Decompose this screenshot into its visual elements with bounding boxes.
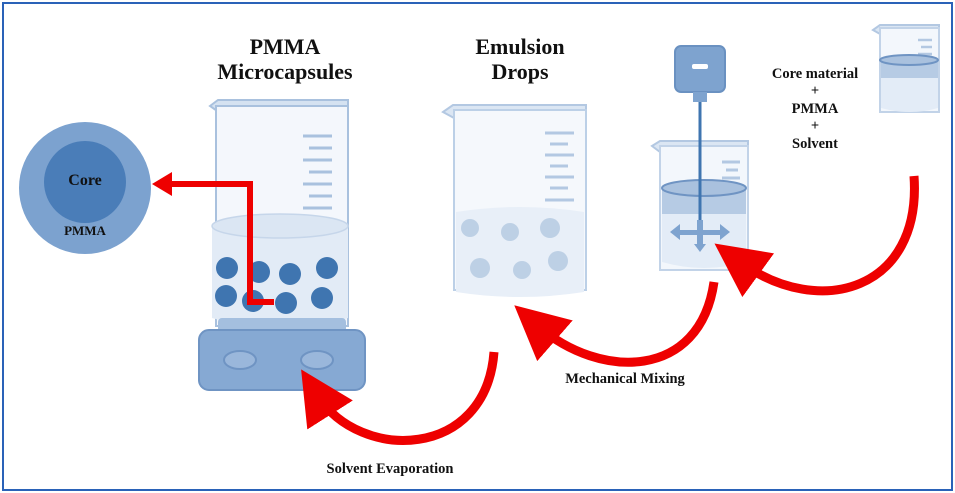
arrow-to-mixing <box>714 175 919 298</box>
label-line: Solvent <box>792 135 838 152</box>
label-line: Microcapsules <box>217 58 353 84</box>
label-capsule-core: Core <box>68 172 102 189</box>
label-capsule-shell: PMMA <box>64 223 106 238</box>
hotplate-knob <box>223 350 257 370</box>
label-line: Emulsion <box>475 34 565 59</box>
source-beaker <box>871 24 940 113</box>
label-line: PMMA <box>249 34 321 59</box>
label-pmma-microcapsules: PMMA Microcapsules <box>215 34 355 84</box>
emulsion-drop-particles <box>461 218 568 279</box>
graduation-marks <box>303 134 332 210</box>
label-solvent-evaporation: Solvent Evaporation <box>326 461 454 477</box>
label-emulsion-drops: Emulsion Drops <box>450 34 590 84</box>
hotplate-knob <box>300 350 334 370</box>
label-line: Drops <box>491 58 549 84</box>
label-line: + <box>810 83 820 100</box>
mixer-impeller <box>670 220 730 252</box>
arrow-to-capsule <box>152 172 274 305</box>
microcapsules-beaker <box>198 99 366 391</box>
mechanical-mixer <box>650 45 749 271</box>
emulsion-beaker <box>441 104 587 297</box>
label-core-material-mix: Core material + PMMA + Solvent <box>755 66 875 153</box>
label-mechanical-mixing: Mechanical Mixing <box>565 371 685 387</box>
microcapsule-particles <box>215 257 338 314</box>
arrow-to-emulsion <box>514 281 719 367</box>
graduation-marks <box>545 131 574 202</box>
capsule-core <box>44 141 126 223</box>
label-line: + <box>810 118 820 135</box>
capsule-cross-section <box>19 122 151 254</box>
label-line: PMMA <box>791 100 839 117</box>
label-line: Core material <box>771 66 859 82</box>
arrow-to-evaporation <box>301 351 499 445</box>
